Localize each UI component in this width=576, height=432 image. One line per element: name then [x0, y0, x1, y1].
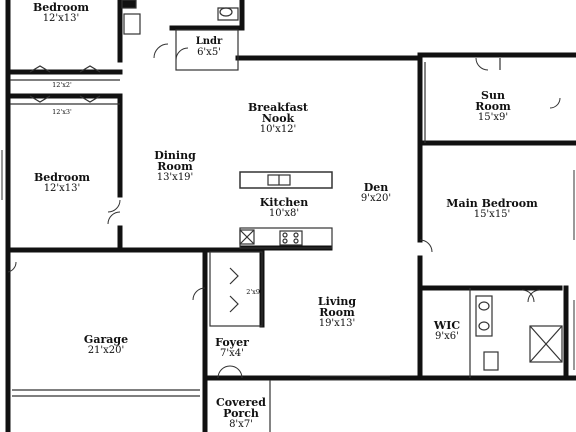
- door-swings: [7, 43, 561, 379]
- room-name: WIC: [433, 319, 461, 332]
- room-bedroom-mid: Bedroom 12'x13': [34, 172, 90, 194]
- room-name: Kitchen: [259, 196, 309, 209]
- room-covered-porch: Covered Porch 8'x7': [216, 397, 266, 430]
- room-name: Lndr: [195, 36, 223, 47]
- room-name: Bedroom: [33, 171, 91, 184]
- room-dimensions: 19'x13': [318, 318, 356, 329]
- room-dimensions: 21'x20': [87, 345, 125, 356]
- room-dimensions: 10'x12': [259, 124, 297, 135]
- room-dining: Dining Room 13'x19': [152, 150, 198, 183]
- room-living: Living Room 19'x13': [313, 296, 361, 329]
- room-name: Foyer: [215, 336, 249, 349]
- room-dimensions: 15'x9': [477, 112, 509, 123]
- room-name: Living Room: [317, 295, 357, 319]
- room-dimensions: 15'x15': [473, 209, 511, 220]
- room-foyer: Foyer 7'x4': [215, 337, 249, 359]
- room-sun-room: Sun Room 15'x9': [473, 90, 513, 123]
- room-name: Sun Room: [475, 89, 511, 113]
- room-wic: WIC 9'x6': [434, 320, 460, 342]
- room-dimensions: 9'x6': [435, 331, 459, 342]
- room-name: Dining Room: [154, 149, 196, 173]
- room-main-bedroom: Main Bedroom 15'x15': [446, 198, 537, 220]
- room-dimensions: 10'x8': [268, 208, 300, 219]
- room-dimensions: 13'x19': [156, 172, 194, 183]
- room-name: Garage: [83, 333, 129, 346]
- room-name: Breakfast Nook: [248, 101, 308, 125]
- room-bedroom-top: Bedroom 12'x13': [33, 2, 89, 24]
- room-name: Covered Porch: [216, 396, 266, 420]
- room-breakfast-nook: Breakfast Nook 10'x12': [243, 102, 313, 135]
- room-den: Den 9'x20': [361, 182, 391, 204]
- room-name: Bedroom: [32, 1, 90, 14]
- room-dimensions: 8'x7': [229, 419, 253, 430]
- room-kitchen: Kitchen 10'x8': [260, 197, 309, 219]
- room-garage: Garage 21'x20': [84, 334, 128, 356]
- room-dimensions: 9'x20': [360, 193, 392, 204]
- closet-label-a: 12'x2': [52, 81, 72, 89]
- thick-walls: [5, 0, 576, 432]
- room-laundry: Lndr 6'x5': [196, 37, 223, 58]
- room-name: Main Bedroom: [446, 197, 538, 210]
- room-name: Den: [363, 181, 389, 194]
- closet-label-c: 2'x9': [246, 288, 262, 296]
- room-dimensions: 12'x13': [43, 183, 81, 194]
- room-dimensions: 6'x5': [197, 47, 221, 58]
- closet-label-b: 12'x3': [52, 108, 72, 116]
- room-dimensions: 12'x13': [42, 13, 80, 24]
- room-dimensions: 7'x4': [220, 348, 244, 359]
